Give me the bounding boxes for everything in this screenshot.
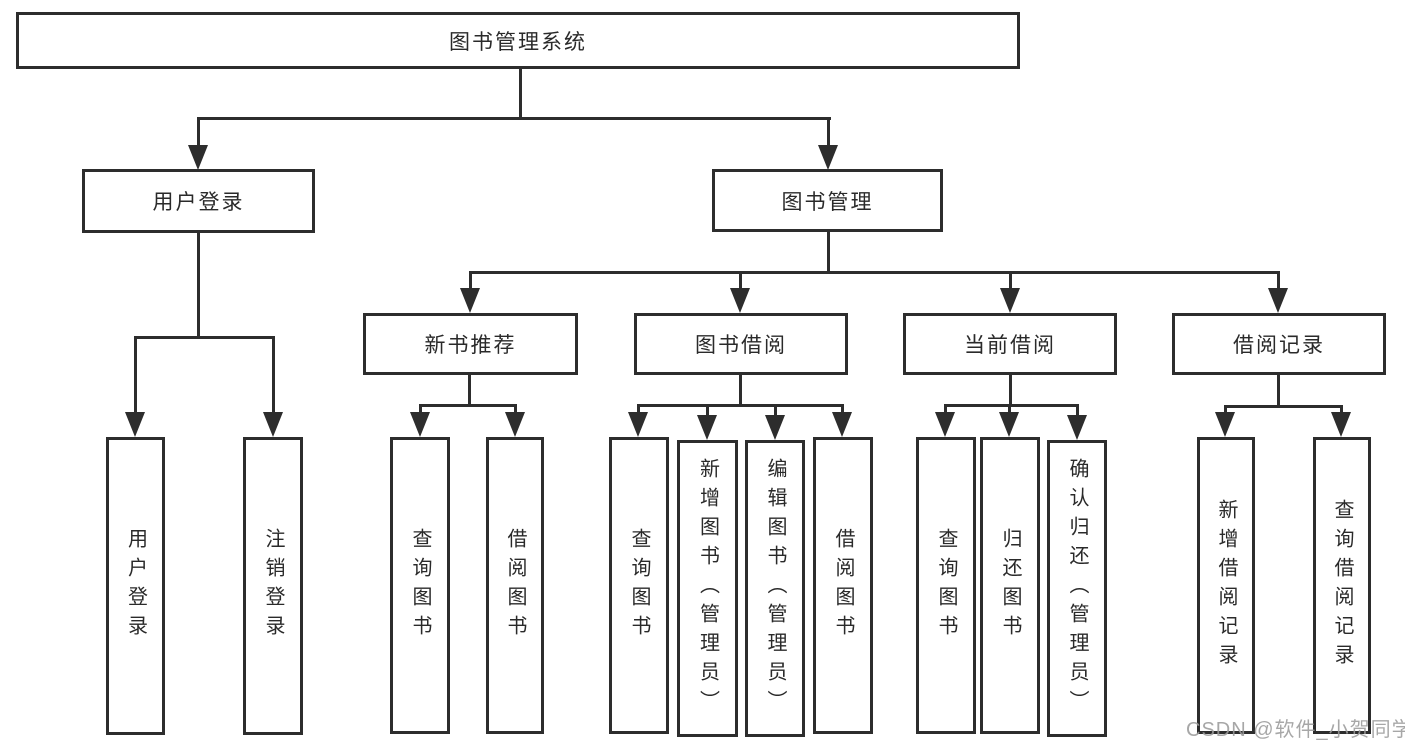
arrow-down-icon [1067,415,1087,440]
connector-shaft [469,271,472,291]
arrow-down-icon [505,412,525,437]
connector-book-mgmt-drop [827,232,830,274]
node-current-borrow: 当前借阅 [903,313,1117,375]
arrow-down-icon [697,415,717,440]
leaf-query-books: 查询图书 [916,437,976,734]
arrow-down-icon [263,412,283,437]
node-library-system: 图书管理系统 [16,12,1020,69]
connector-shaft [774,404,777,417]
connector-shaft [1009,271,1012,291]
connector-new-book-drop [468,375,471,407]
leaf-borrow-books: 借阅图书 [486,437,544,734]
connector-shaft [419,404,422,414]
connector-shaft [1076,404,1079,417]
arrow-down-icon [188,145,208,170]
connector-shaft [1340,405,1343,414]
node-user-login: 用户登录 [82,169,315,233]
arrow-down-icon [935,412,955,437]
connector-current-borrow-bar [944,404,1079,407]
connector-book-mgmt-bar [469,271,1280,274]
leaf-confirm-return-admin: 确认归还（管理员） [1047,440,1107,737]
connector-shaft [944,404,947,414]
connector-shaft [1277,271,1280,291]
leaf-logout: 注销登录 [243,437,303,735]
connector-shaft [841,404,844,414]
leaf-query-books: 查询图书 [390,437,450,734]
arrow-down-icon [1268,288,1288,313]
arrow-down-icon [818,145,838,170]
leaf-query-books: 查询图书 [609,437,669,734]
leaf-user-login: 用户登录 [106,437,165,735]
connector-user-login-drop [197,233,200,339]
arrow-down-icon [765,415,785,440]
arrow-down-icon [730,288,750,313]
leaf-query-borrow-record: 查询借阅记录 [1313,437,1371,734]
connector-shaft [706,404,709,417]
connector-shaft [197,117,200,147]
leaf-edit-books-admin: 编辑图书（管理员） [745,440,805,737]
leaf-return-books: 归还图书 [980,437,1040,734]
leaf-borrow-books: 借阅图书 [813,437,873,734]
arrow-down-icon [125,412,145,437]
node-new-book-recommend: 新书推荐 [363,313,578,375]
node-borrow-record: 借阅记录 [1172,313,1386,375]
arrow-down-icon [832,412,852,437]
connector-root-bar [197,117,831,120]
arrow-down-icon [410,412,430,437]
connector-borrow-record-bar [1224,405,1343,408]
arrow-down-icon [1215,412,1235,437]
connector-shaft [514,404,517,414]
connector-root-drop [519,68,522,120]
node-book-borrow: 图书借阅 [634,313,848,375]
arrow-down-icon [628,412,648,437]
connector-shaft [1008,404,1011,414]
connector-shaft [1224,405,1227,414]
connector-shaft [739,271,742,291]
connector-shaft [827,117,830,147]
leaf-add-books-admin: 新增图书（管理员） [677,440,738,737]
leaf-add-borrow-record: 新增借阅记录 [1197,437,1255,734]
arrow-down-icon [1000,288,1020,313]
arrow-down-icon [1331,412,1351,437]
connector-book-borrow-drop [739,375,742,407]
watermark: CSDN @软件_小贺同学 [1186,719,1405,741]
connector-user-login-bar [134,336,275,339]
node-book-management: 图书管理 [712,169,943,232]
connector-borrow-record-drop [1277,375,1280,408]
connector-shaft [637,404,640,414]
connector-new-book-bar [419,404,517,407]
arrow-down-icon [460,288,480,313]
arrow-down-icon [999,412,1019,437]
connector-shaft [134,336,137,413]
connector-current-borrow-drop [1009,375,1012,407]
connector-shaft [272,336,275,413]
connector-book-borrow-bar [637,404,843,407]
